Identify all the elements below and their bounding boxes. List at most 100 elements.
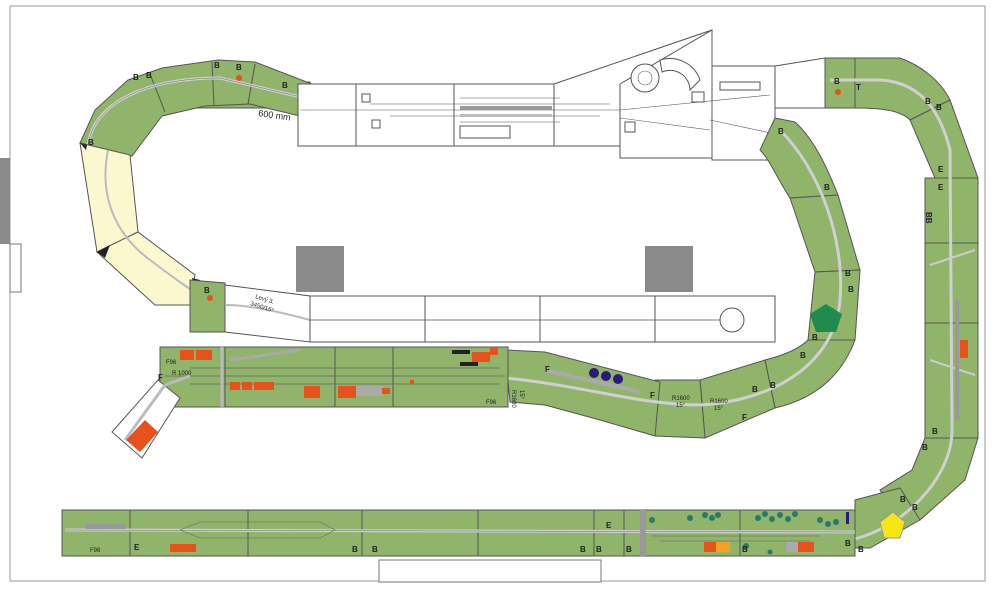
module — [764, 339, 856, 409]
top-left-loop: B B B B B B 600 mm — [79, 59, 313, 157]
building — [126, 420, 158, 452]
label-b: B — [626, 545, 632, 554]
signal — [846, 512, 849, 524]
label-b: B — [146, 71, 152, 80]
track — [929, 359, 976, 376]
module — [361, 509, 479, 557]
label-e: E — [134, 543, 140, 552]
label-b: B — [214, 61, 220, 70]
building — [624, 121, 636, 133]
center-module-strip — [309, 295, 776, 343]
left-edge-block — [0, 158, 10, 244]
siding — [955, 300, 959, 420]
module-levy — [224, 284, 311, 343]
module — [654, 379, 706, 439]
label-b: B — [812, 333, 818, 342]
label-bb: BB — [924, 212, 933, 224]
building — [472, 352, 490, 362]
module — [593, 509, 625, 557]
building — [716, 542, 730, 552]
building — [704, 542, 716, 552]
label-b: B — [936, 103, 942, 112]
module — [477, 509, 595, 557]
green-marker — [810, 304, 842, 332]
siding — [544, 368, 641, 394]
track — [619, 117, 711, 131]
platform — [460, 114, 552, 117]
label-b: B — [236, 63, 242, 72]
inner-right-loop: B B B B B B B B F F F R1600 15° R1600 15… — [504, 117, 861, 439]
building — [410, 380, 414, 384]
label-b: B — [834, 77, 840, 86]
label-b: B — [912, 503, 918, 512]
turntable-inner — [637, 70, 653, 86]
track — [224, 304, 311, 321]
left-edge-box — [9, 243, 22, 293]
track — [504, 128, 843, 407]
building — [230, 382, 240, 390]
module — [504, 349, 661, 437]
module-joint — [211, 61, 215, 106]
radius-label: R1600 — [710, 399, 728, 405]
turntable — [719, 307, 745, 333]
signal-dot — [207, 295, 213, 301]
support-block — [645, 246, 693, 292]
station-building — [459, 125, 511, 139]
radius-label: R1600 — [510, 390, 516, 408]
building — [490, 347, 498, 355]
top-station — [297, 29, 781, 161]
wagon — [460, 362, 478, 366]
label-b: B — [752, 385, 758, 394]
building — [798, 542, 814, 552]
label-b: B — [932, 427, 938, 436]
building — [180, 350, 194, 360]
label-b: B — [800, 351, 806, 360]
platform — [86, 524, 126, 529]
label-b: B — [742, 545, 748, 554]
f96-label: F96 — [486, 400, 497, 406]
track-center — [64, 529, 856, 533]
passing-loop — [179, 521, 336, 539]
track — [123, 384, 167, 441]
tank — [601, 371, 611, 381]
signal-dot — [835, 89, 841, 95]
radius-angle: 15° — [676, 403, 686, 409]
yellow-marker — [879, 511, 906, 539]
label-b: B — [204, 286, 210, 295]
label-b: B — [596, 545, 602, 554]
station-module — [355, 83, 455, 147]
label-b: B — [845, 539, 851, 548]
radius-label: R1600 — [672, 396, 690, 402]
label-b: B — [778, 127, 784, 136]
label-b: B — [848, 285, 854, 294]
module — [392, 346, 509, 408]
levy-label: Levý 3. — [254, 294, 275, 306]
building — [338, 386, 356, 398]
building — [170, 544, 196, 552]
label-e: E — [938, 165, 944, 174]
label-b: B — [770, 381, 776, 390]
label-b: B — [580, 545, 586, 554]
module — [247, 509, 363, 557]
label-b: B — [845, 269, 851, 278]
label-f: F — [158, 373, 163, 382]
label-b: B — [352, 545, 358, 554]
building — [719, 81, 761, 91]
radius-angle: 15° — [714, 406, 724, 412]
building — [254, 382, 274, 390]
building — [786, 542, 798, 552]
label-f: F — [650, 391, 655, 400]
label-b: B — [925, 97, 931, 106]
radius-label: R 1000 — [172, 371, 192, 377]
radius-angle: 15° — [518, 390, 524, 400]
label-e: E — [606, 521, 612, 530]
tank — [589, 368, 599, 378]
transition-modules — [79, 142, 201, 306]
label-f: F — [545, 365, 550, 374]
transition-module — [79, 142, 139, 253]
transition-wedge — [80, 143, 87, 150]
length-label: 600 mm — [258, 108, 292, 122]
tank — [613, 374, 623, 384]
building — [361, 93, 371, 103]
